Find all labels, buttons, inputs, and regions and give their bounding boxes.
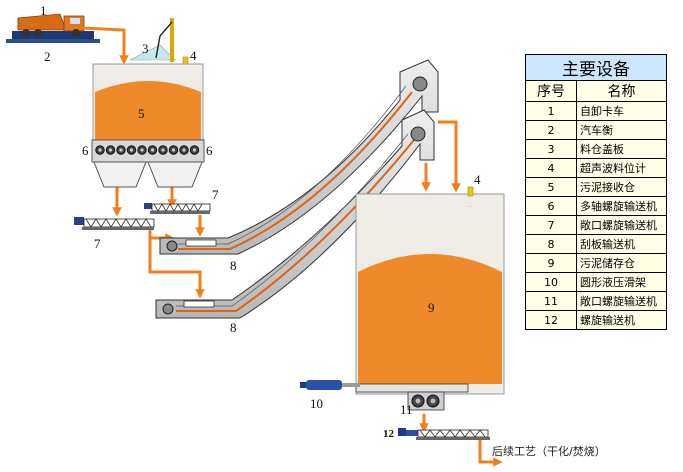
label-1: 1 (40, 3, 47, 18)
equipment-number-labels: 1 2 3 4 4 5 6 6 7 7 8 8 9 10 11 12 后续工艺（… (40, 3, 606, 458)
legend-row-number: 7 (525, 215, 577, 235)
bin-cover-plate (129, 18, 176, 62)
legend-row-number: 5 (525, 177, 577, 197)
screw-roller-hub (98, 148, 102, 152)
legend-row-name: 汽车衡 (576, 120, 667, 140)
label-6-right: 6 (206, 143, 213, 158)
label-12: 12 (383, 428, 395, 440)
label-3: 3 (142, 41, 149, 56)
label-7-left: 7 (94, 236, 101, 251)
screw-roller-hub (119, 148, 123, 152)
legend-row-name: 污泥储存仓 (576, 253, 667, 273)
hydraulic-slide-frame (300, 380, 360, 390)
label-9: 9 (428, 300, 435, 315)
arrow-to-conveyor8-lower (148, 238, 205, 299)
svg-text:· ·: · · (468, 204, 473, 210)
legend-row-number: 11 (525, 291, 577, 311)
legend-row-name: 料仓盖板 (576, 139, 667, 159)
label-8-upper: 8 (230, 258, 237, 273)
screw-conveyor-11 (407, 391, 445, 411)
legend-row-name: 超声波料位计 (576, 158, 667, 178)
legend-row-name: 多轴螺旋输送机 (576, 196, 667, 216)
label-5: 5 (138, 106, 145, 121)
screw-roller-hub (171, 148, 176, 152)
flow-arrows (81, 26, 503, 467)
level-sensor-icon-2: · · (467, 186, 474, 210)
label-7-right: 7 (212, 187, 219, 202)
legend-row-number: 6 (525, 196, 577, 216)
screw-roller-hub (108, 148, 113, 152)
label-8-lower: 8 (230, 320, 237, 335)
screw-roller-hub (161, 148, 165, 152)
legend-title: 主要设备 (525, 54, 667, 81)
legend-row-number: 3 (525, 139, 577, 159)
truck-icon (6, 13, 100, 43)
screw-roller-hub (182, 148, 186, 152)
legend-row-name: 污泥接收仓 (576, 177, 667, 197)
legend-row-number: 9 (525, 253, 577, 273)
label-4-right: 4 (474, 172, 481, 187)
screw-conveyor-7-right (144, 203, 211, 214)
legend-row-name: 螺旋输送机 (576, 310, 667, 330)
label-10: 10 (310, 396, 323, 411)
label-6-left: 6 (82, 143, 89, 158)
legend-row-name: 敞口螺旋输送机 (576, 215, 667, 235)
scraper-conveyor-8-lower (155, 109, 435, 319)
legend-row-name: 圆形液压滑架 (576, 272, 667, 292)
storage-bin (355, 193, 505, 395)
screw-roller-hub (129, 148, 134, 152)
arrow-truck-to-bin (81, 26, 129, 65)
screw-conveyor-12 (398, 428, 490, 440)
legend-row-number: 12 (525, 310, 577, 330)
multi-shaft-screw-rollers (95, 145, 200, 155)
legend-row-number: 10 (525, 272, 577, 292)
arrow-upper-to-storage (438, 120, 461, 193)
legend-row-name: 敞口螺旋输送机 (576, 291, 667, 311)
screw-roller-hub (192, 148, 197, 152)
legend-col-number: 序号 (525, 80, 577, 102)
scraper-conveyor-8-upper (159, 59, 439, 255)
label-4-top: 4 (190, 48, 197, 63)
legend-row-number: 8 (525, 234, 577, 254)
screw-roller-hub (150, 148, 155, 152)
next-process-label: 后续工艺（干化/焚烧） (492, 444, 606, 458)
legend-row-name: 刮板输送机 (576, 234, 667, 254)
screw-conveyor-7-left (74, 217, 155, 230)
label-11: 11 (400, 402, 413, 417)
legend-row-number: 2 (525, 120, 577, 140)
legend-row-number: 1 (525, 101, 577, 121)
legend-row-name: 自卸卡车 (576, 101, 667, 121)
label-2: 2 (44, 49, 51, 64)
legend-col-name: 名称 (576, 80, 667, 102)
screw-roller-hub (140, 148, 144, 152)
legend-row-number: 4 (525, 158, 577, 178)
receiving-bin (91, 63, 205, 188)
arrow-to-next-process (478, 438, 503, 467)
